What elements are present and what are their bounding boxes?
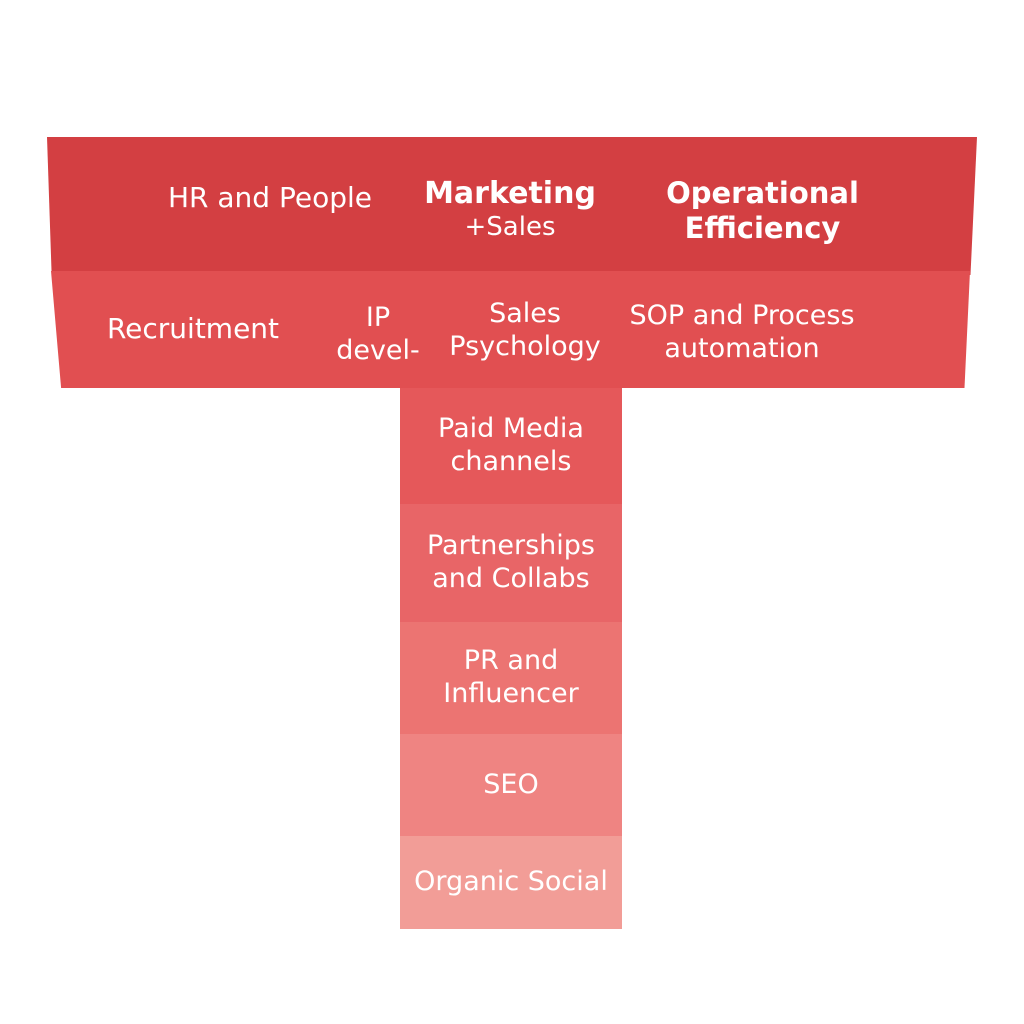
stack-label-seo: SEO (483, 768, 539, 800)
stack-cell-seo (400, 734, 622, 836)
category-hr-and-people: HR and People (167, 180, 372, 214)
skill-sop-process-automation: SOP and Process automation (629, 300, 855, 364)
skill-recruitment: Recruitment (106, 311, 280, 345)
category-operational-efficiency: Operational Efficiency (666, 175, 859, 245)
stack-cell-organic-social (400, 836, 622, 929)
stack-cell-paid-media (400, 388, 622, 504)
stack-label-paid-media: Paid Media channels (438, 413, 584, 477)
stack-cell-pr-influencer (400, 622, 622, 734)
skill-sales-psychology: Sales Psychology (449, 298, 601, 362)
category-band (47, 137, 977, 275)
skills-band (51, 271, 970, 388)
stack-label-partnerships: Partnerships and Collabs (426, 530, 595, 594)
category-marketing-sales: Marketing +Sales (424, 175, 596, 243)
stack-label-organic-social: Organic Social (414, 866, 608, 898)
stack-label-pr-influencer: PR and Influencer (443, 645, 579, 709)
skill-ip-development: IP devel- (336, 302, 420, 366)
stack-cell-partnerships (400, 504, 622, 622)
